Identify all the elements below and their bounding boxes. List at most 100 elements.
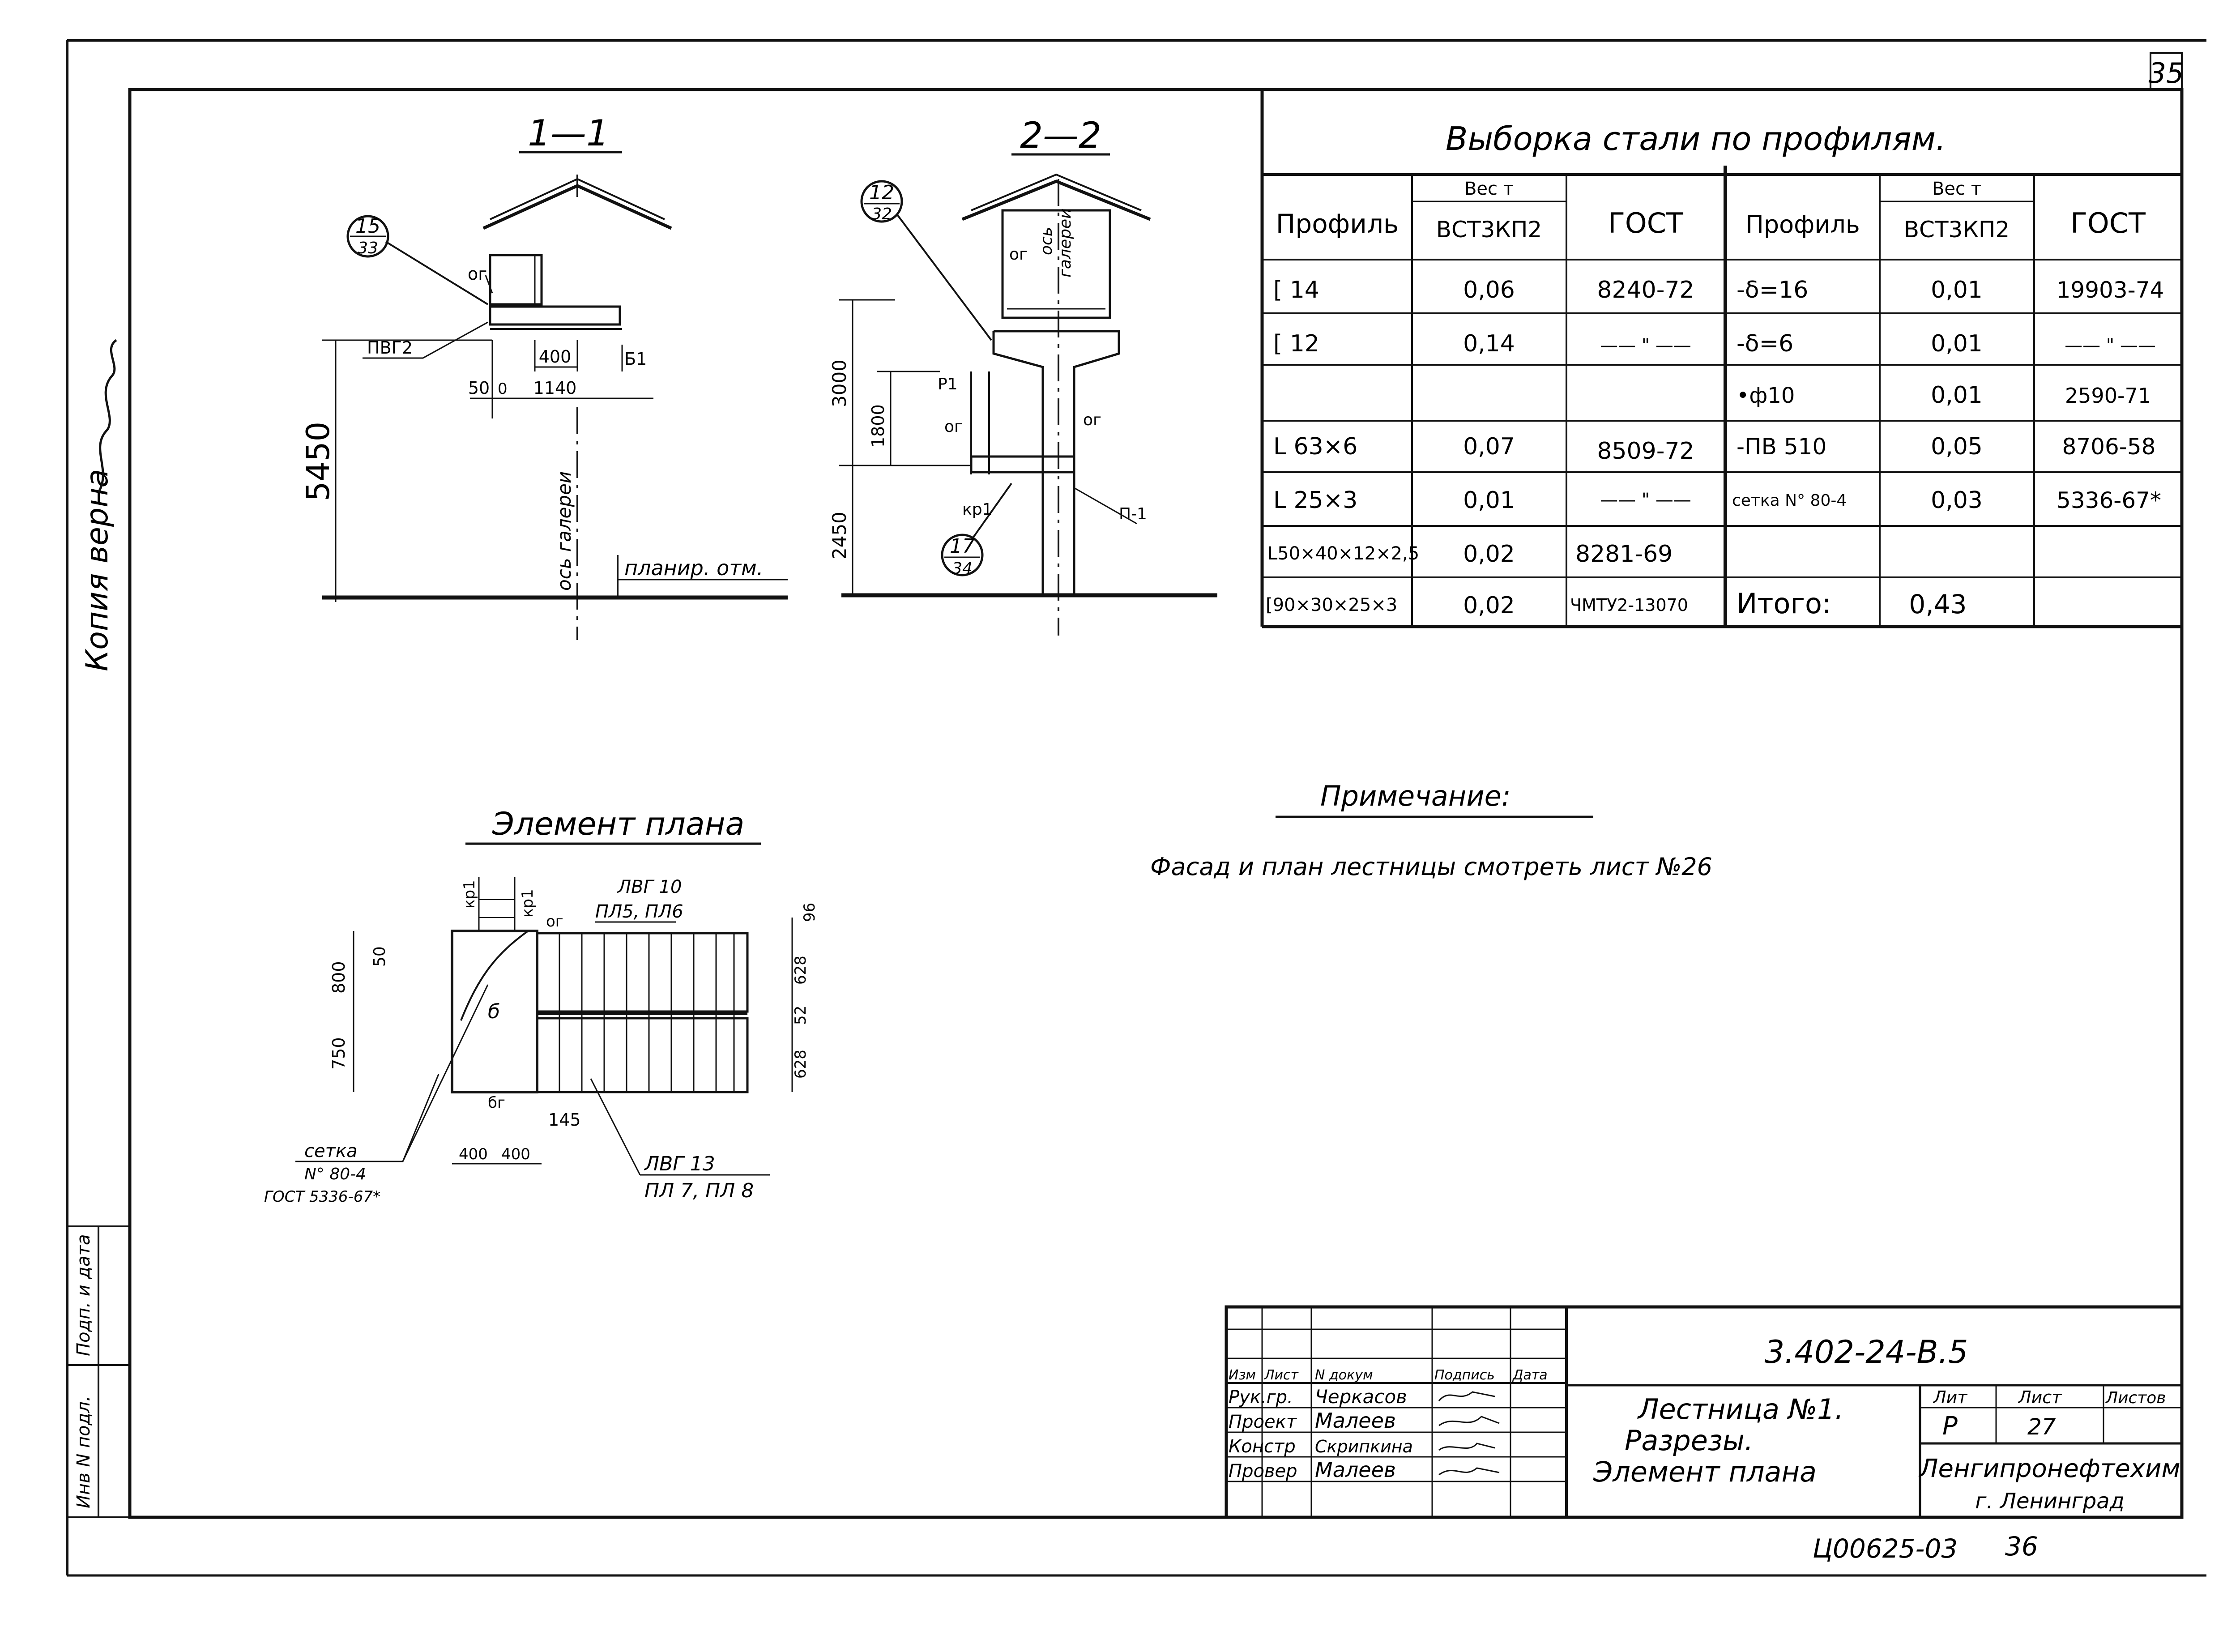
label-pvg2: ПВГ2 xyxy=(367,338,413,358)
cell: 0,01 xyxy=(1931,330,1983,357)
section-2-callout2-bottom: 34 xyxy=(952,559,973,578)
hdr-steel-right: ВСТ3КП2 xyxy=(1904,217,2010,243)
plan-dim-145: 145 xyxy=(548,1110,581,1130)
plan-dim-400a: 400 xyxy=(459,1145,488,1163)
note-title: Примечание: xyxy=(1320,780,1511,812)
cell: -δ=6 xyxy=(1737,330,1793,357)
cell: L50×40×12×2,5 xyxy=(1267,543,1419,564)
section-2-callout2-top: 17 xyxy=(950,535,975,558)
cell: —— " —— xyxy=(2065,335,2156,356)
sheet-label: Лист xyxy=(2018,1387,2062,1407)
dim-50: 50 xyxy=(468,378,490,398)
doc-code: 3.402-24-В.5 xyxy=(1765,1334,1968,1370)
label2-og-top: ог xyxy=(1009,245,1028,264)
right-rows: -δ=16 0,01 19903-74 -δ=6 0,01 —— " —— •ф… xyxy=(1732,277,2164,620)
section-2-title: 2—2 xyxy=(1020,115,1101,156)
label-b1: Б1 xyxy=(624,349,647,369)
cell: L 25×3 xyxy=(1273,487,1357,514)
steel-table-title: Выборка стали по профилям. xyxy=(1446,120,1946,158)
cell: 0,01 xyxy=(1931,382,1983,409)
axis2-line1: ось xyxy=(1037,227,1056,255)
hdr-steel-left: ВСТ3КП2 xyxy=(1436,217,1542,243)
stamp-inv-label: Инв N подл. xyxy=(73,1396,94,1508)
section-1-title: 1—1 xyxy=(528,112,609,154)
left-stamp xyxy=(66,1225,131,1518)
col-list: Лист xyxy=(1264,1367,1299,1383)
col-date: Дата xyxy=(1512,1367,1548,1383)
left-rows: [ 14 0,06 8240-72 [ 12 0,14 —— " —— L 63… xyxy=(1266,277,1694,619)
plan-bg: бг xyxy=(488,1094,505,1112)
label2-og-right: ог xyxy=(1083,411,1101,429)
certified-copy-text: Копия верна xyxy=(80,469,115,671)
cell: 0,01 xyxy=(1463,487,1515,514)
axis-label: ось галереи xyxy=(553,471,575,591)
dim-400: 400 xyxy=(539,347,572,367)
dim-5450: 5450 xyxy=(300,422,337,501)
drawing-title-3: Элемент плана xyxy=(1593,1456,1817,1488)
axis2-line2: галереи xyxy=(1056,208,1075,277)
cell: ЧМТУ2-13070 xyxy=(1570,595,1688,615)
signatures xyxy=(1438,1391,1500,1476)
plan-dim-96: 96 xyxy=(801,903,819,922)
dim-0: 0 xyxy=(498,380,508,398)
cell: L 63×6 xyxy=(1273,433,1357,460)
col-ndoc: N докум xyxy=(1315,1367,1373,1383)
cell: •ф10 xyxy=(1737,383,1795,408)
plan-dim-628a: 628 xyxy=(792,956,810,985)
cell: -δ=16 xyxy=(1737,277,1808,303)
sheets-label: Листов xyxy=(2105,1389,2166,1407)
plan-kr-a: кр1 xyxy=(461,880,478,909)
cell: 0,02 xyxy=(1463,592,1515,619)
plan-pl78: ПЛ 7, ПЛ 8 xyxy=(644,1179,754,1202)
cell: -ПВ 510 xyxy=(1737,434,1826,460)
plan-element: Элемент плана кр1 кр1 ог ЛВГ 10 ПЛ5, ПЛ6… xyxy=(264,806,819,1206)
label2-kr1: кр1 xyxy=(962,500,993,519)
cell: 0,06 xyxy=(1463,277,1515,303)
note: Примечание: Фасад и план лестницы смотре… xyxy=(1150,780,1712,881)
dim-1140: 1140 xyxy=(533,378,577,398)
hdr-profile-left: Профиль xyxy=(1276,209,1399,239)
cell: [90×30×25×3 xyxy=(1266,595,1397,615)
section-1-callout-bottom: 33 xyxy=(358,239,378,257)
plan-og-top: ог xyxy=(546,913,563,931)
name-3: Скрипкина xyxy=(1315,1437,1413,1456)
plan-dim-50: 50 xyxy=(371,946,389,967)
col-izm: Изм xyxy=(1229,1367,1256,1383)
hdr-gost-left: ГОСТ xyxy=(1608,207,1684,239)
plan-kr-b: кр1 xyxy=(519,889,537,918)
role-2: Проект xyxy=(1229,1412,1297,1432)
label-og: ог xyxy=(468,264,487,284)
cell: 5336-67* xyxy=(2057,487,2161,513)
section-1-1: 1—1 15 33 ог ПВГ2 Б1 400 50 0 1140 xyxy=(300,112,788,640)
cell: —— " —— xyxy=(1600,335,1691,356)
sheet-value: 27 xyxy=(2027,1414,2056,1440)
section-2-callout1-top: 12 xyxy=(869,181,894,204)
cell: 2590-71 xyxy=(2065,384,2151,408)
plan-setka-number: N° 80-4 xyxy=(304,1165,366,1183)
lit-value: Р xyxy=(1942,1412,1958,1441)
cell: 0,03 xyxy=(1931,487,1983,514)
stair-treads xyxy=(559,933,735,1092)
plan-dim-628b: 628 xyxy=(792,1050,810,1079)
cell: 8706-58 xyxy=(2062,434,2156,460)
plan-setka-gost: ГОСТ 5336-67* xyxy=(264,1188,380,1206)
plan-pl56: ПЛ5, ПЛ6 xyxy=(595,901,683,922)
hdr-weight-left: Вес т xyxy=(1464,179,1514,199)
hdr-gost-right: ГОСТ xyxy=(2070,207,2146,239)
cell: [ 12 xyxy=(1273,330,1319,357)
role-1: Рук.гр. xyxy=(1229,1387,1293,1408)
cell: 0,01 xyxy=(1931,277,1983,303)
sheet-frame xyxy=(66,39,2206,1577)
hdr-profile-right: Профиль xyxy=(1745,210,1860,239)
cell: 19903-74 xyxy=(2057,277,2164,303)
col-sign: Подпись xyxy=(1434,1367,1495,1383)
archive-page: 36 xyxy=(2005,1531,2038,1562)
cell: сетка N° 80-4 xyxy=(1732,491,1847,510)
role-4: Провер xyxy=(1229,1461,1297,1481)
cell: Итого: xyxy=(1737,587,1831,620)
cell: 8509-72 xyxy=(1597,438,1694,465)
archive-number: Ц00625-03 xyxy=(1813,1533,1958,1564)
section-1-callout-top: 15 xyxy=(355,215,380,238)
plan-dim-750: 750 xyxy=(329,1037,349,1070)
plan-dim-52: 52 xyxy=(792,1006,810,1025)
